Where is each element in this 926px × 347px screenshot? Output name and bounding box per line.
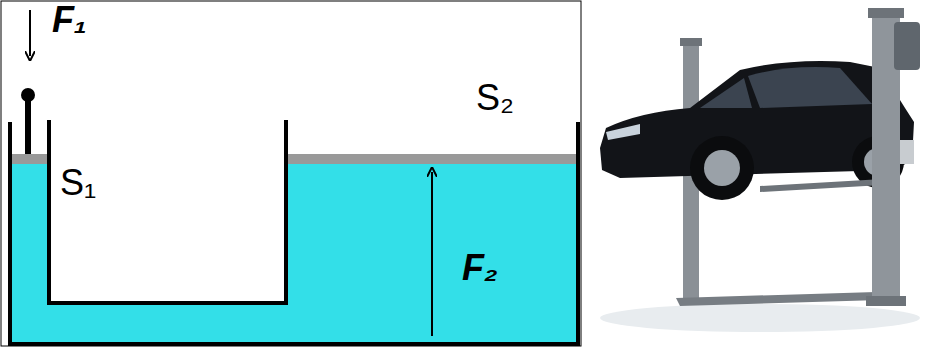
post-cap bbox=[680, 38, 702, 46]
large-piston bbox=[287, 154, 576, 164]
post-foot bbox=[866, 296, 906, 306]
small-piston bbox=[10, 154, 48, 164]
force-arrow bbox=[431, 172, 433, 336]
area-label: S₁ bbox=[60, 165, 96, 201]
photo-ground bbox=[590, 1, 925, 346]
panel-frame bbox=[1, 1, 581, 346]
area-label: S₂ bbox=[476, 80, 514, 116]
wheel-rim bbox=[704, 150, 740, 186]
container-wall bbox=[10, 122, 578, 344]
force-label: F₂ bbox=[462, 250, 498, 286]
lift-base bbox=[676, 292, 880, 306]
floor-shadow bbox=[600, 304, 920, 332]
force-label: F₁ bbox=[52, 2, 87, 38]
divider-wall bbox=[49, 120, 286, 303]
car-window bbox=[700, 78, 752, 108]
car-wheel bbox=[690, 136, 754, 200]
force-arrow bbox=[29, 10, 31, 56]
car-body bbox=[600, 61, 914, 178]
rod-knob bbox=[21, 88, 35, 102]
post-cap bbox=[868, 8, 904, 18]
piston-rod bbox=[25, 98, 31, 154]
control-box bbox=[900, 140, 914, 164]
car-window bbox=[748, 67, 872, 108]
lift-motor bbox=[894, 22, 920, 70]
divider-block bbox=[49, 120, 286, 303]
headlight bbox=[606, 124, 640, 140]
